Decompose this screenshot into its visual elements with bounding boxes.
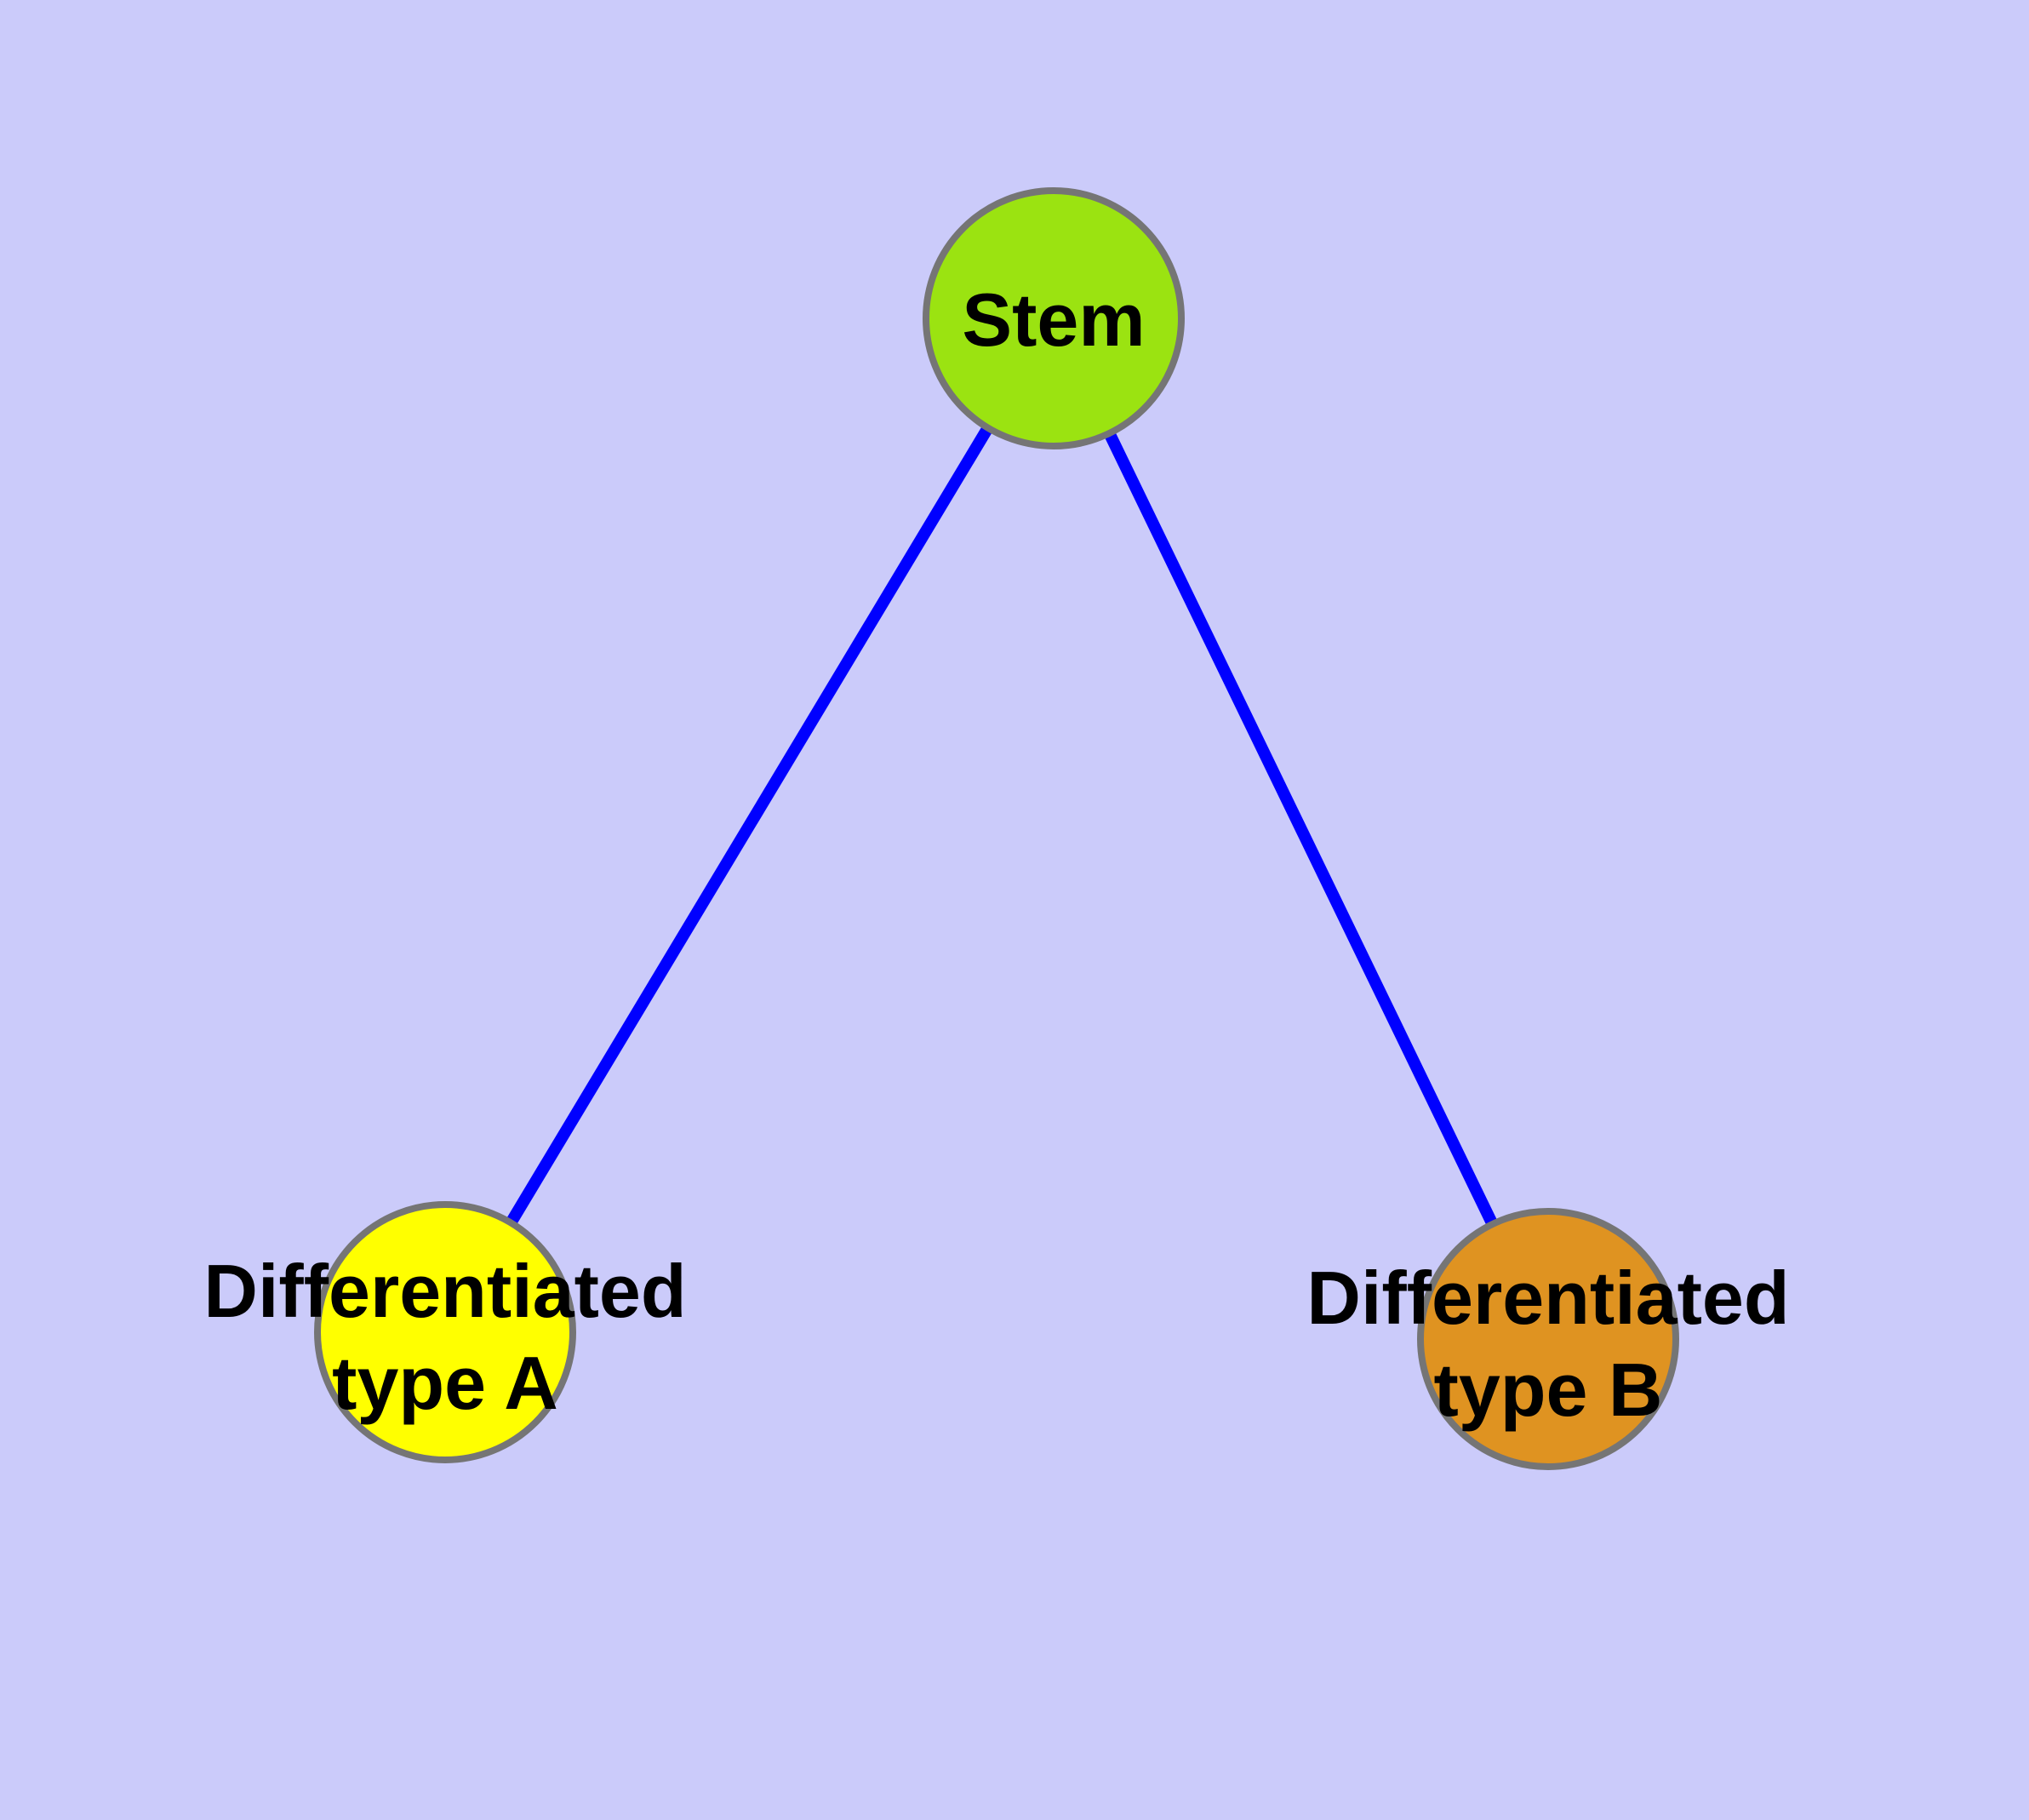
edge-stem-to-type-b	[1048, 315, 1554, 1342]
node-type-a-label-line1: Differentiated	[203, 1249, 686, 1333]
node-type-a-label-line2: type A	[332, 1341, 558, 1425]
node-type-b-circle	[1417, 1208, 1679, 1470]
node-type-b-label-line1: Differentiated	[1306, 1256, 1789, 1340]
node-stem-label: Stem	[962, 278, 1145, 362]
node-type-b-label-line2: type B	[1434, 1348, 1663, 1432]
node-type-a-circle	[314, 1201, 576, 1463]
node-stem-circle	[923, 187, 1185, 449]
edge-stem-to-type-a	[439, 315, 1060, 1336]
